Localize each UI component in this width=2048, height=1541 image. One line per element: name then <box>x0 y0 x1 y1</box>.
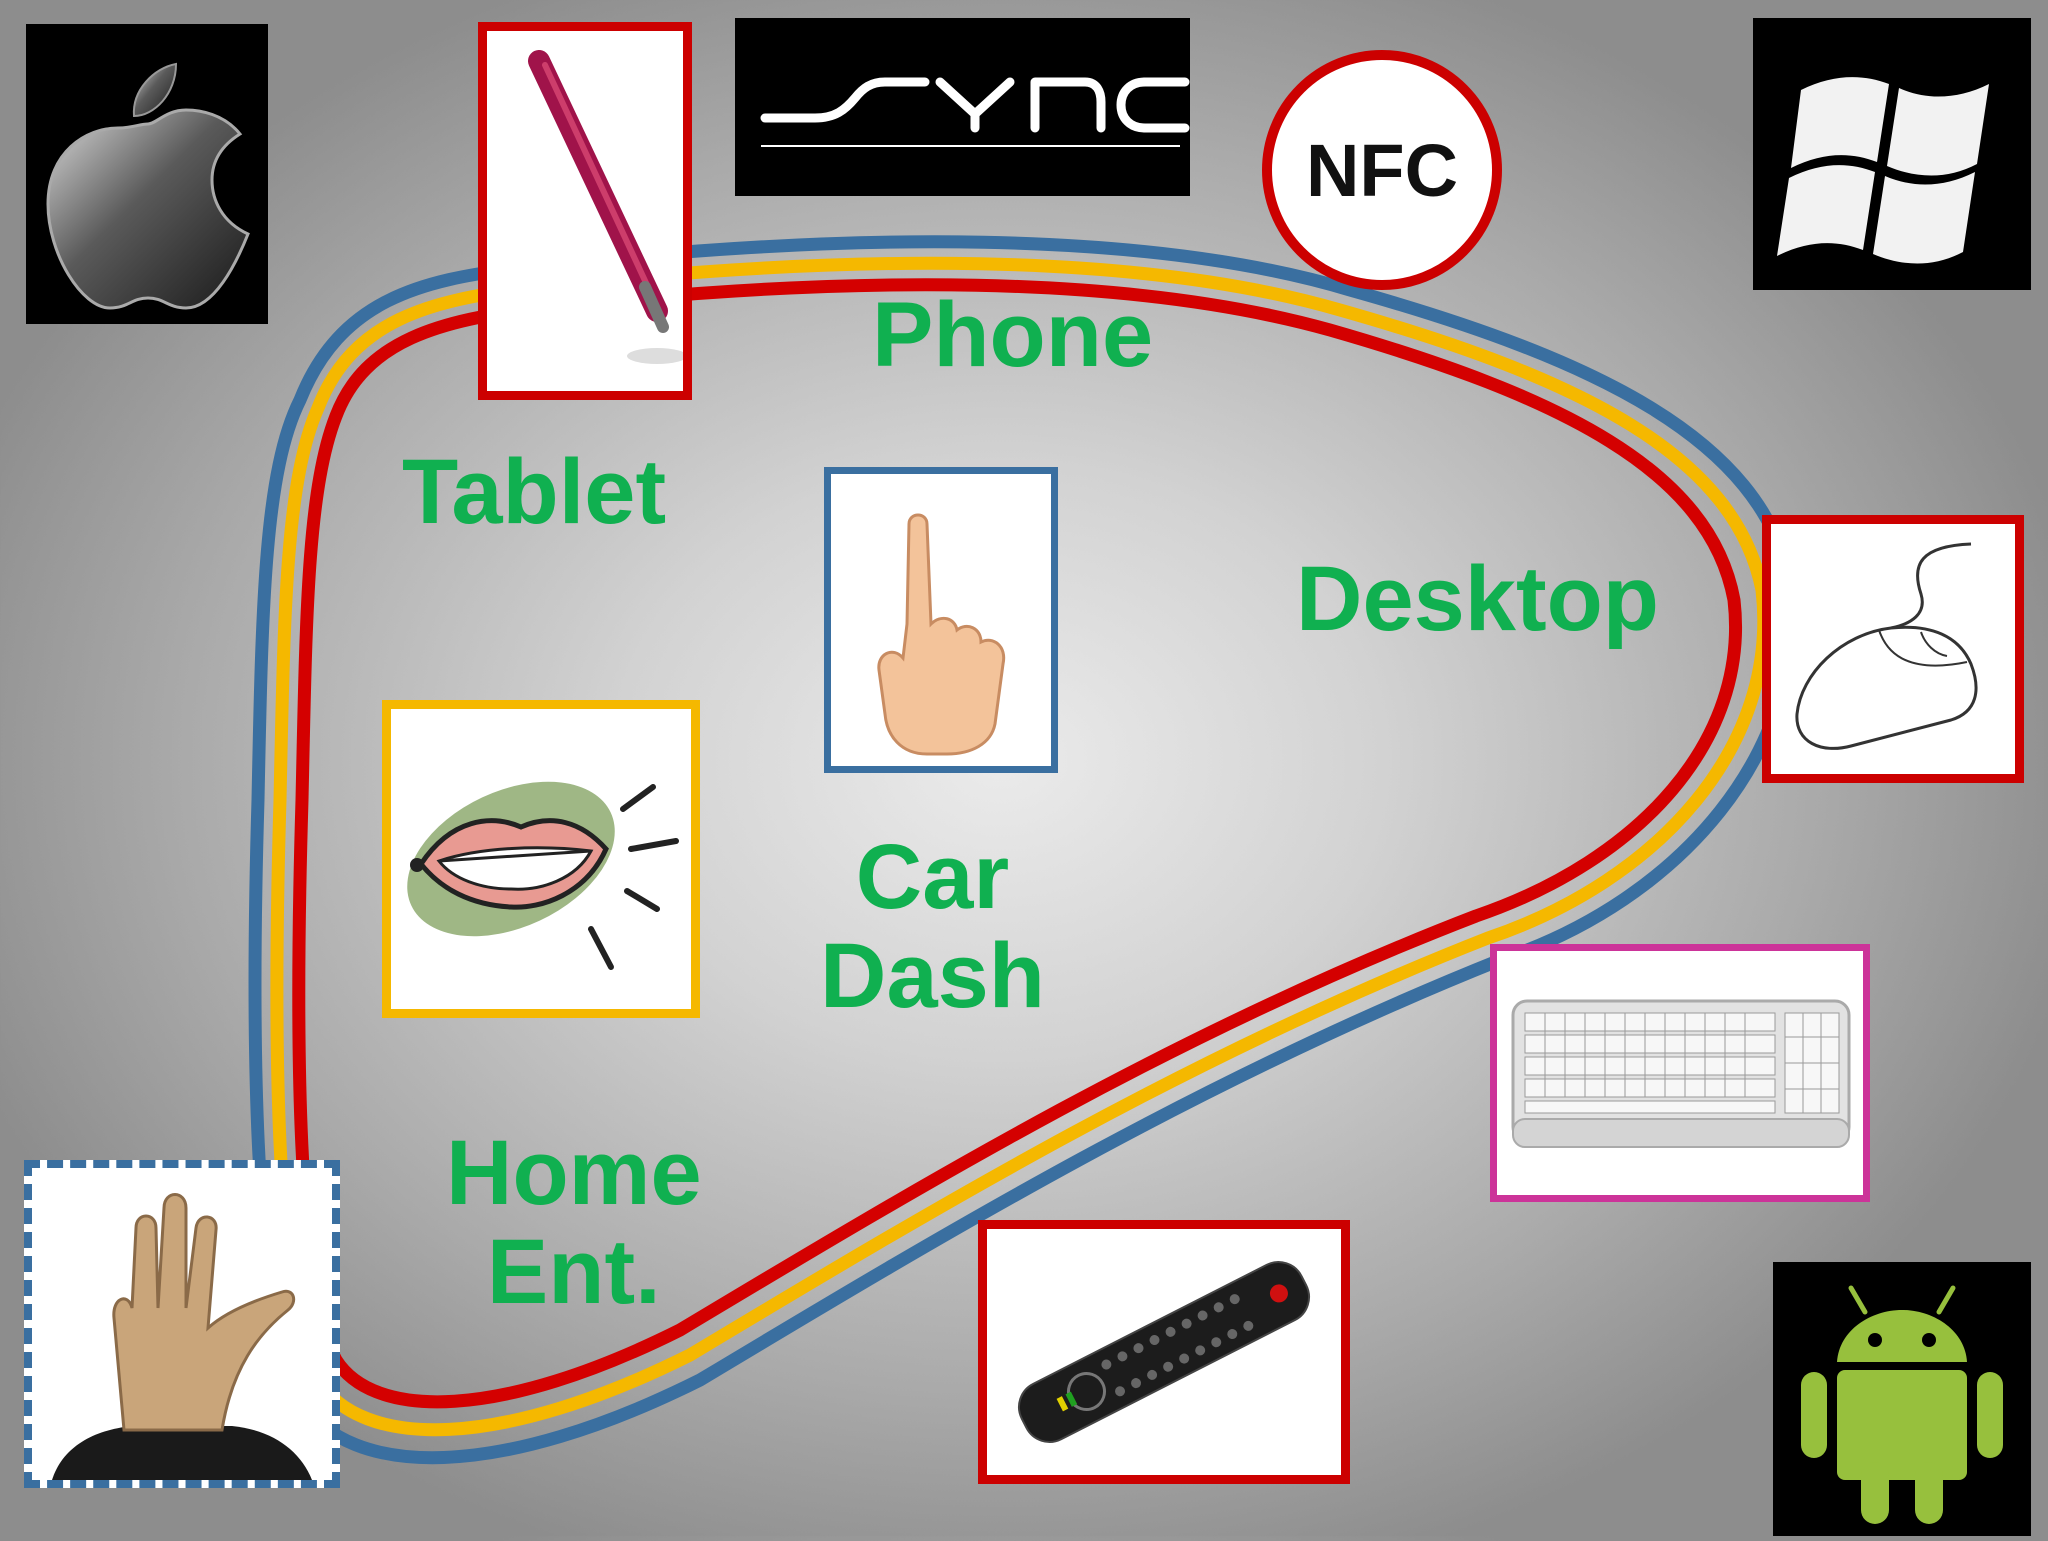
gesture-hand-icon <box>52 1193 312 1480</box>
loop-blue-line <box>248 235 1799 1465</box>
label-car-dash-line1: Car <box>855 826 1010 928</box>
label-car-dash-line2: Dash <box>820 925 1045 1028</box>
sync-logo-text <box>760 77 1190 147</box>
label-car-dash: Car Dash <box>820 826 1045 1028</box>
gesture-hand-tile <box>24 1160 340 1488</box>
stylus-pen-icon <box>528 50 687 364</box>
label-home-ent-line2: Ent. <box>486 1221 661 1324</box>
loop-yellow-line <box>270 256 1771 1437</box>
label-home-ent-line1: Home <box>446 1122 702 1224</box>
windows-logo-icon <box>1777 77 1989 264</box>
android-logo-icon <box>1801 1285 2003 1524</box>
keyboard-tile <box>1490 944 1870 1202</box>
tv-remote-icon <box>1018 1261 1310 1443</box>
loop-red-line <box>292 278 1742 1409</box>
android-logo-tile <box>1773 1262 2031 1536</box>
label-home-ent: Home Ent. <box>446 1122 702 1324</box>
nfc-label: NFC <box>1305 128 1459 212</box>
computer-mouse-tile <box>1762 515 2024 783</box>
stylus-pen-tile <box>478 22 692 400</box>
tv-remote-tile <box>978 1220 1350 1484</box>
apple-logo-icon <box>46 62 250 310</box>
apple-logo-tile <box>26 24 268 324</box>
voice-mouth-icon <box>407 781 679 970</box>
voice-mouth-tile <box>382 700 700 1018</box>
label-desktop: Desktop <box>1296 548 1659 650</box>
touch-finger-icon <box>877 513 1006 756</box>
computer-mouse-icon <box>1795 542 1978 750</box>
label-tablet: Tablet <box>402 441 667 543</box>
label-phone: Phone <box>872 284 1154 386</box>
nfc-badge: NFC <box>1262 50 1502 290</box>
ford-sync-logo <box>735 18 1190 196</box>
windows-logo-tile <box>1753 18 2031 290</box>
touch-finger-tile <box>824 467 1058 773</box>
keyboard-icon <box>1511 999 1851 1148</box>
